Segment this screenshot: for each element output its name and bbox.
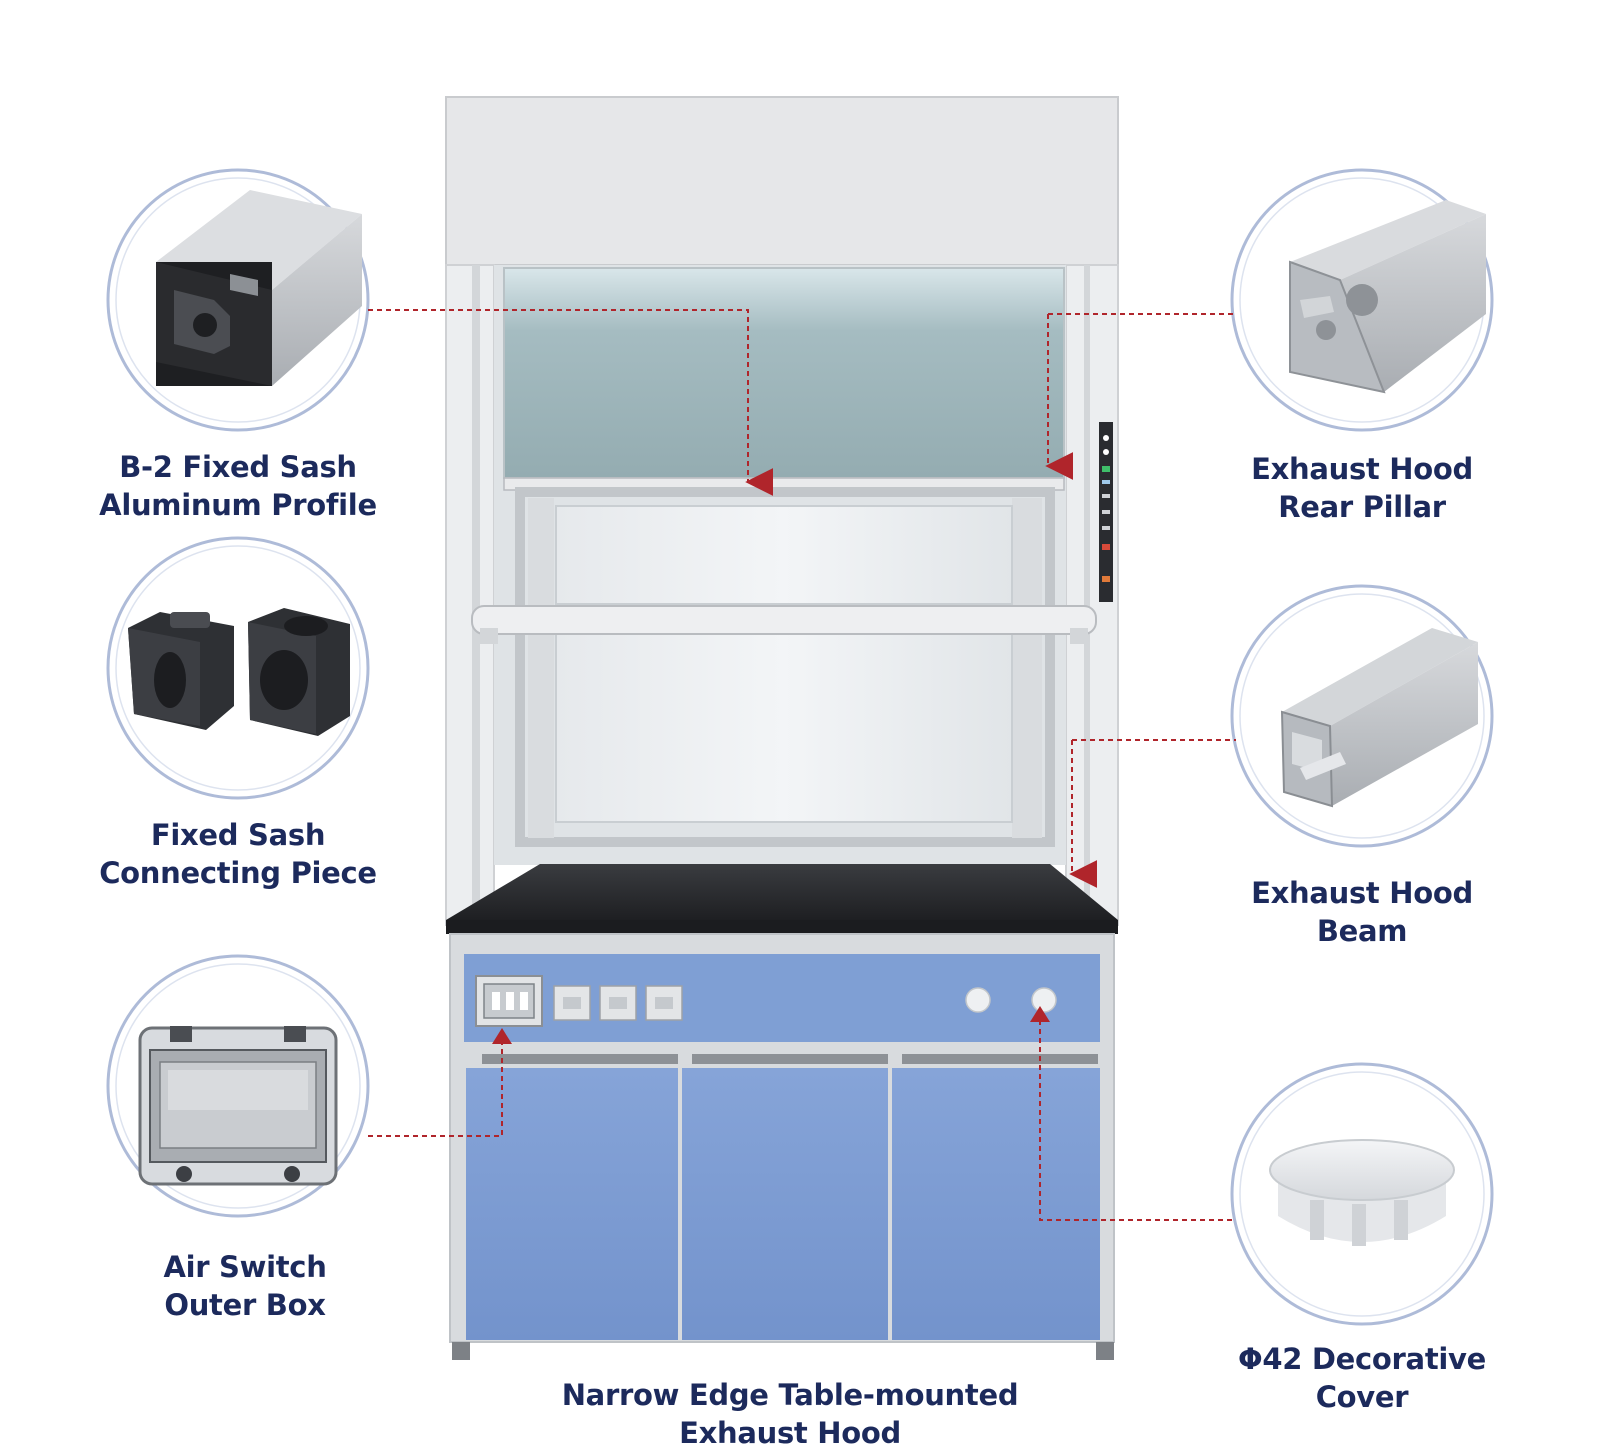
control-panel[interactable] — [1099, 422, 1113, 602]
label-beam-line1: Exhaust Hood — [1251, 876, 1473, 910]
leader-b2-profile — [368, 309, 774, 496]
hood-top-panel — [445, 96, 1119, 266]
label-air-switch-line1: Air Switch — [163, 1250, 327, 1284]
cabinet-cover-right — [1031, 987, 1057, 1013]
label-decorative-cover: Φ42 Decorative Cover — [1222, 1340, 1502, 1416]
label-rear-pillar-line2: Rear Pillar — [1278, 490, 1446, 524]
sash-handle-bar[interactable] — [471, 605, 1097, 635]
air-switch-callout — [106, 954, 370, 1218]
label-b2-profile-line1: B-2 Fixed Sash — [119, 450, 357, 484]
fixed-sash-glass — [503, 267, 1065, 479]
air-switch-box[interactable] — [475, 975, 543, 1027]
label-rear-pillar-line1: Exhaust Hood — [1251, 452, 1473, 486]
hood-title: Narrow Edge Table-mounted Exhaust Hood — [560, 1376, 1020, 1452]
leader-lines — [368, 309, 1236, 1221]
power-sockets[interactable] — [553, 985, 683, 1021]
rear-pillar-callout — [1230, 168, 1494, 432]
exhaust-hood — [445, 96, 1119, 1360]
connecting-piece-callout — [106, 536, 370, 800]
decorative-cover-icon — [1269, 1139, 1455, 1246]
decorative-cover-callout — [1230, 1062, 1494, 1326]
connecting-piece-icon — [128, 608, 350, 736]
hood-title-line1: Narrow Edge Table-mounted — [561, 1378, 1019, 1412]
label-rear-pillar: Exhaust Hood Rear Pillar — [1222, 450, 1502, 526]
label-air-switch-line2: Outer Box — [164, 1288, 326, 1322]
leader-decorative-cover — [1039, 1018, 1232, 1221]
sliding-sash-frame — [515, 487, 1055, 847]
cabinet-door-middle[interactable] — [682, 1068, 888, 1340]
foot-right — [1096, 1342, 1114, 1360]
foot-left — [452, 1342, 470, 1360]
label-connecting-piece-line1: Fixed Sash — [150, 818, 326, 852]
worktop — [446, 864, 1118, 920]
label-b2-profile: B-2 Fixed Sash Aluminum Profile — [98, 448, 378, 524]
beam-profile-icon — [1280, 628, 1478, 808]
label-decorative-cover-line1: Φ42 Decorative — [1237, 1342, 1486, 1376]
sliding-sash-glass-lower — [555, 629, 1013, 823]
b2-profile-callout — [106, 168, 370, 432]
leader-air-switch — [368, 1040, 503, 1137]
rear-pillar-profile-icon — [1289, 200, 1486, 394]
hood-left-side — [445, 264, 495, 926]
cabinet-door-right[interactable] — [892, 1068, 1100, 1340]
label-beam-line2: Beam — [1316, 914, 1408, 948]
air-switch-box-icon — [138, 1026, 338, 1186]
cabinet-door-left[interactable] — [466, 1068, 678, 1340]
beam-callout — [1230, 584, 1494, 848]
cabinet-cover-left — [965, 987, 991, 1013]
aluminum-profile-icon — [156, 190, 362, 386]
label-b2-profile-line2: Aluminum Profile — [99, 488, 377, 522]
label-air-switch: Air Switch Outer Box — [105, 1248, 385, 1324]
label-decorative-cover-line2: Cover — [1315, 1380, 1409, 1414]
label-connecting-piece-line2: Connecting Piece — [99, 856, 377, 890]
label-connecting-piece: Fixed Sash Connecting Piece — [98, 816, 378, 892]
label-beam: Exhaust Hood Beam — [1222, 874, 1502, 950]
sliding-sash-glass-upper — [555, 505, 1013, 605]
hood-title-line2: Exhaust Hood — [679, 1416, 901, 1450]
